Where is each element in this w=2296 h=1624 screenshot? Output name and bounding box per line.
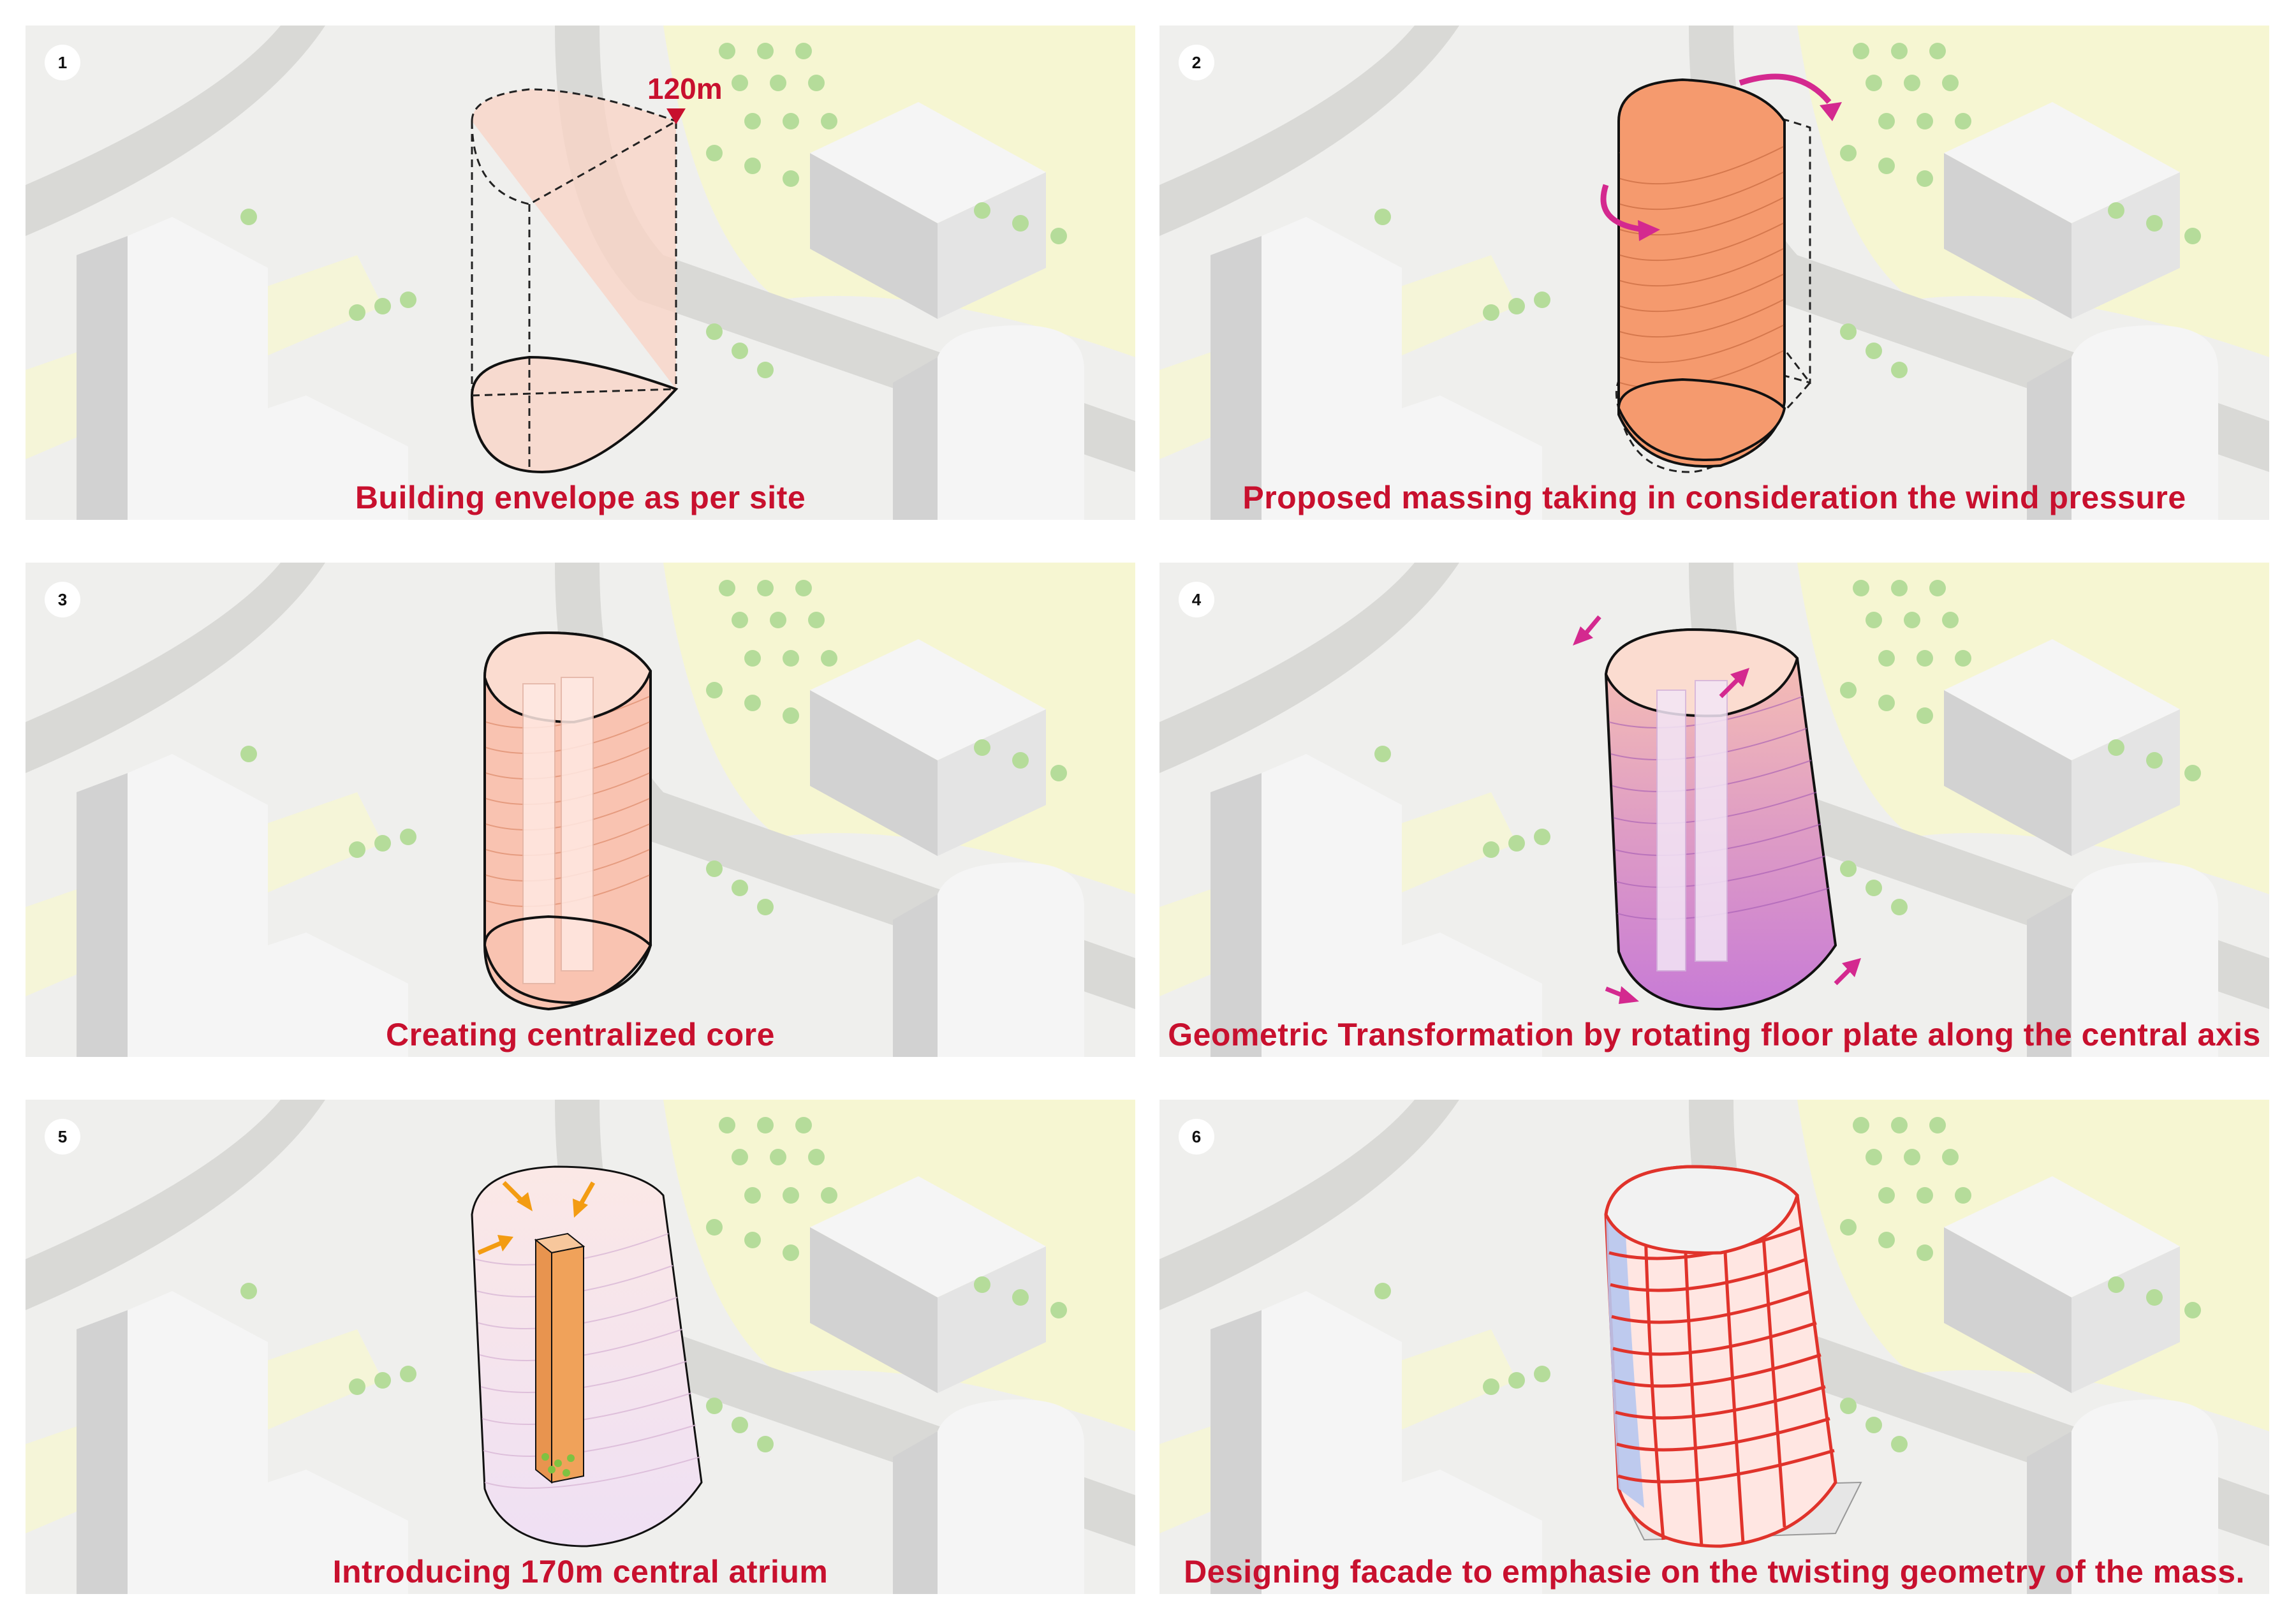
facade-design	[1159, 1100, 2269, 1594]
panel-number: 2	[1179, 45, 1214, 80]
panel-number: 4	[1179, 582, 1214, 617]
building-envelope	[26, 26, 1135, 520]
atrium-massing	[26, 1100, 1135, 1594]
diagram-panel-4: 4 Geometric Transformation by rotating f…	[1159, 563, 2269, 1057]
diagram-panel-1: 120m 1 Building envelope as per site	[26, 26, 1135, 520]
height-label: 120m	[647, 71, 723, 106]
panel-caption: Proposed massing taking in consideration…	[1159, 479, 2269, 516]
diagram-panel-6: 6 Designing facade to emphasie on the tw…	[1159, 1100, 2269, 1594]
diagram-panel-2: 2 Proposed massing taking in considerati…	[1159, 26, 2269, 520]
panel-number: 5	[45, 1119, 80, 1155]
panel-number: 3	[45, 582, 80, 617]
panel-number: 6	[1179, 1119, 1214, 1155]
panel-caption: Designing facade to emphasie on the twis…	[1159, 1553, 2269, 1590]
centralized-core-massing	[26, 563, 1135, 1057]
panel-number: 1	[45, 45, 80, 80]
panel-caption: Introducing 170m central atrium	[26, 1553, 1135, 1590]
diagram-panel-5: 5 Introducing 170m central atrium	[26, 1100, 1135, 1594]
panel-caption: Geometric Transformation by rotating flo…	[1159, 1016, 2269, 1053]
panel-caption: Creating centralized core	[26, 1016, 1135, 1053]
panel-caption: Building envelope as per site	[26, 479, 1135, 516]
diagram-panel-3: 3 Creating centralized core	[26, 563, 1135, 1057]
twisted-massing	[1159, 563, 2269, 1057]
proposed-massing	[1159, 26, 2269, 520]
